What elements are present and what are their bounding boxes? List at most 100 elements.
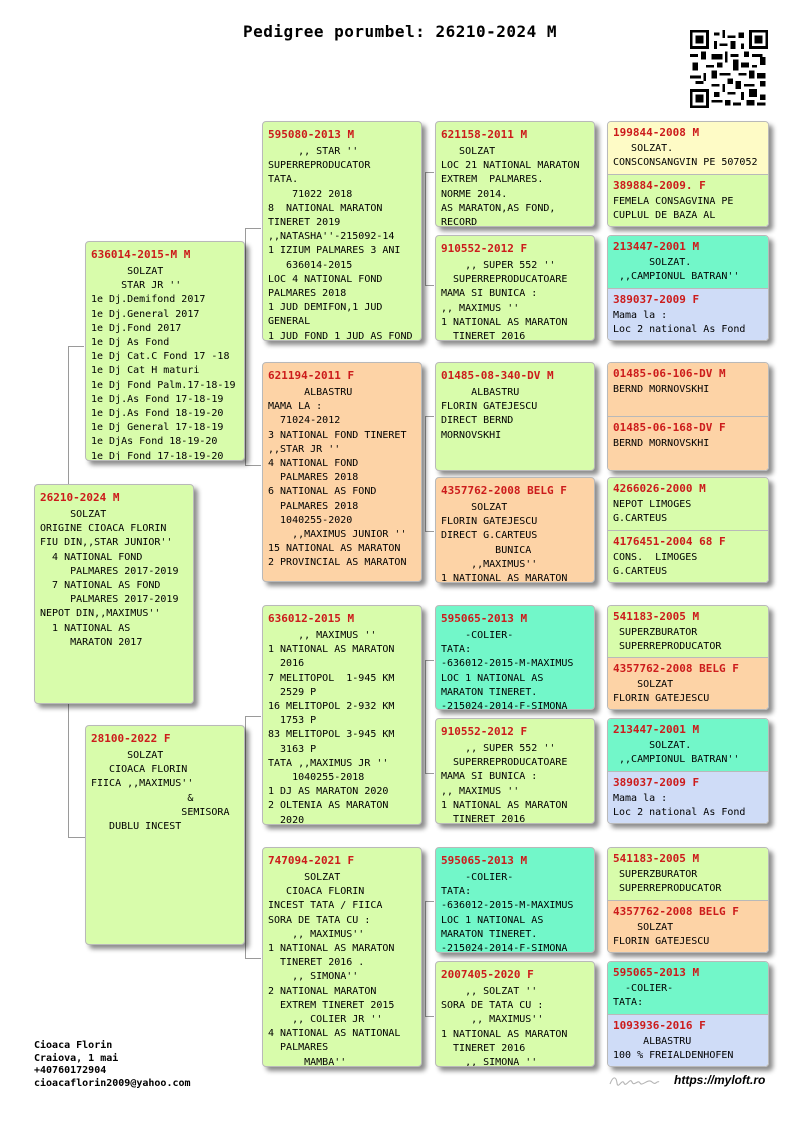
pigeon-cell-sire: 213447-2001 M SOLZAT. ,,CAMPIONUL BATRAN… [608, 719, 768, 771]
pigeon-description: ALBASTRU MAMA LA : 71024-2012 3 NATIONAL… [268, 387, 407, 569]
connector-line [245, 228, 261, 229]
ring-number: 636012-2015 M [268, 612, 355, 625]
pigeon-description: SOLZAT STAR JR '' 1e Dj.Demifond 2017 1e… [91, 266, 236, 461]
cell-divider [608, 530, 768, 531]
ring-number: 621194-2011 F [268, 369, 355, 382]
pigeon-description: -COLIER- TATA: [613, 983, 674, 1009]
pigeon-pair-gen4: 4266026-2000 M NEPOT LIMOGES G.CARTEUS 4… [607, 477, 769, 583]
pigeon-pair-gen4: 01485-06-106-DV M BERND MORNOVSKHI 01485… [607, 362, 769, 471]
pigeon-card-gen2: 595080-2013 M ,, STAR '' SUPERREPRODUCAT… [262, 121, 422, 341]
connector-line [68, 346, 84, 347]
ring-number: 595080-2013 M [268, 128, 355, 141]
ring-number: 213447-2001 M [613, 723, 700, 736]
pigeon-description: BERND MORNOVSKHI [613, 384, 710, 395]
pigeon-pair-gen4: 541183-2005 M SUPERZBURATOR SUPERREPRODU… [607, 605, 769, 710]
qr-code-icon [690, 30, 768, 108]
connector-line [425, 660, 426, 773]
pigeon-card-gen3: 595065-2013 M -COLIER- TATA: -636012-201… [435, 605, 595, 710]
connector-line [425, 773, 434, 774]
pigeon-card-gen2: 747094-2021 F SOLZAT CIOACA FLORIN INCES… [262, 847, 422, 1067]
ring-number: 4357762-2008 BELG F [613, 905, 739, 918]
pigeon-description: SOLZAT. ,,CAMPIONUL BATRAN'' [619, 740, 740, 766]
ring-number: 389884-2009. F [613, 179, 706, 192]
ring-number: 213447-2001 M [613, 240, 700, 253]
ring-number: 199844-2008 M [613, 126, 700, 139]
pigeon-cell-dam: 4176451-2004 68 F CONS. LIMOGES G.CARTEU… [608, 531, 768, 582]
ring-number: 4176451-2004 68 F [613, 535, 726, 548]
ring-number: 595065-2013 M [441, 854, 528, 867]
pigeon-description: SOLZAT. CONSCONSANGVIN PE 507052 [613, 143, 758, 169]
pigeon-card-gen3: 595065-2013 M -COLIER- TATA: -636012-201… [435, 847, 595, 953]
cell-divider [608, 1014, 768, 1015]
footer-url[interactable]: https://myloft.ro [674, 1073, 766, 1087]
pigeon-card-gen2: 636012-2015 M ,, MAXIMUS '' 1 NATIONAL A… [262, 605, 422, 825]
pigeon-card-gen3: 4357762-2008 BELG F SOLZAT FLORIN GATEJE… [435, 477, 595, 583]
pigeon-cell-sire: 4266026-2000 M NEPOT LIMOGES G.CARTEUS [608, 478, 768, 530]
pigeon-cell-dam: 389037-2009 F Mama la : Loc 2 national A… [608, 772, 768, 823]
pigeon-cell-sire: 541183-2005 M SUPERZBURATOR SUPERREPRODU… [608, 606, 768, 657]
ring-number: 910552-2012 F [441, 242, 528, 255]
pigeon-description: NEPOT LIMOGES G.CARTEUS [613, 499, 692, 525]
cell-divider [608, 174, 768, 175]
ring-number: 28100-2022 F [91, 732, 171, 745]
pigeon-description: FEMELA CONSAGVINA PE CUPLUL DE BAZA AL [613, 196, 734, 222]
pigeon-pair-gen4: 541183-2005 M SUPERZBURATOR SUPERREPRODU… [607, 847, 769, 953]
pigeon-cell-dam: 4357762-2008 BELG F SOLZAT FLORIN GATEJE… [608, 901, 768, 952]
pigeon-description: CONS. LIMOGES G.CARTEUS [613, 552, 698, 578]
ring-number: 541183-2005 M [613, 610, 700, 623]
ring-number: 595065-2013 M [441, 612, 528, 625]
connector-line [425, 660, 434, 661]
pigeon-description: SOLZAT FLORIN GATEJESCU [613, 679, 710, 705]
owner-email: cioacaflorin2009@yahoo.com [34, 1077, 191, 1089]
connector-line [425, 416, 434, 417]
page-title: Pedigree porumbel: 26210-2024 M [242, 22, 558, 41]
connector-line [245, 716, 246, 958]
connector-line [245, 958, 261, 959]
pigeon-description: SUPERZBURATOR SUPERREPRODUCATOR [619, 869, 722, 895]
ring-number: 389037-2009 F [613, 776, 700, 789]
owner-contact: Cioaca Florin Craiova, 1 mai +4076017290… [34, 1040, 191, 1090]
pigeon-description: ,, SOLZAT '' SORA DE TATA CU : ,, MAXIMU… [441, 986, 568, 1067]
pigeon-description: ,, MAXIMUS '' 1 NATIONAL AS MARATON 2016… [268, 630, 395, 825]
myloft-logo-icon [609, 1077, 660, 1086]
pigeon-card-dam: 28100-2022 F SOLZAT CIOACA FLORIN FIICA … [85, 725, 245, 945]
connector-line [425, 285, 434, 286]
pigeon-card-gen3: 621158-2011 M SOLZAT LOC 21 NATIONAL MAR… [435, 121, 595, 227]
owner-city: Craiova, 1 mai [34, 1052, 119, 1064]
pigeon-card-sire: 636014-2015-M M SOLZAT STAR JR '' 1e Dj.… [85, 241, 245, 461]
connector-line [245, 228, 246, 465]
connector-line [425, 901, 434, 902]
pigeon-description: SOLZAT CIOACA FLORIN INCEST TATA / FIICA… [268, 872, 401, 1067]
ring-number: 4357762-2008 BELG F [613, 662, 739, 675]
ring-number: 389037-2009 F [613, 293, 700, 306]
pigeon-cell-sire: 213447-2001 M SOLZAT. ,,CAMPIONUL BATRAN… [608, 236, 768, 288]
pigeon-card-gen2: 621194-2011 F ALBASTRU MAMA LA : 71024-2… [262, 362, 422, 582]
pigeon-cell-dam: 01485-06-168-DV F BERND MORNOVSKHI [608, 417, 768, 470]
cell-divider [608, 288, 768, 289]
pigeon-cell-dam: 389884-2009. F FEMELA CONSAGVINA PE CUPL… [608, 175, 768, 226]
cell-divider [608, 416, 768, 417]
pigeon-card-gen3: 2007405-2020 F ,, SOLZAT '' SORA DE TATA… [435, 961, 595, 1067]
connector-line [425, 901, 426, 1016]
cell-divider [608, 771, 768, 772]
connector-line [245, 716, 261, 717]
pigeon-description: ,, SUPER 552 '' SUPERREPRODUCATOARE MAMA… [441, 743, 568, 824]
cell-divider [608, 657, 768, 658]
pigeon-description: SOLZAT CIOACA FLORIN FIICA ,,MAXIMUS'' &… [91, 750, 230, 833]
pigeon-description: ,, STAR '' SUPERREPRODUCATOR TATA. 71022… [268, 146, 413, 341]
pigeon-pair-gen4: 595065-2013 M -COLIER- TATA: 1093936-201… [607, 961, 769, 1067]
connector-line [425, 531, 434, 532]
pigeon-description: BERND MORNOVSKHI [613, 438, 710, 449]
ring-number: 636014-2015-M M [91, 248, 191, 261]
pigeon-description: -COLIER- TATA: -636012-2015-M-MAXIMUS LO… [441, 872, 574, 953]
pigeon-cell-sire: 595065-2013 M -COLIER- TATA: [608, 962, 768, 1014]
pigeon-description: SOLZAT ORIGINE CIOACA FLORIN FIU DIN,,ST… [40, 509, 179, 648]
pigeon-pair-gen4: 213447-2001 M SOLZAT. ,,CAMPIONUL BATRAN… [607, 718, 769, 824]
pigeon-description: SOLZAT FLORIN GATEJESCU [613, 922, 710, 948]
ring-number: 747094-2021 F [268, 854, 355, 867]
ring-number: 01485-08-340-DV M [441, 369, 554, 382]
connector-line [425, 1016, 434, 1017]
pigeon-cell-dam: 4357762-2008 BELG F SOLZAT FLORIN GATEJE… [608, 658, 768, 709]
pigeon-description: ALBASTRU FLORIN GATEJESCU DIRECT BERND M… [441, 387, 538, 441]
pigeon-description: ,, SUPER 552 '' SUPERREPRODUCATOARE MAMA… [441, 260, 568, 341]
